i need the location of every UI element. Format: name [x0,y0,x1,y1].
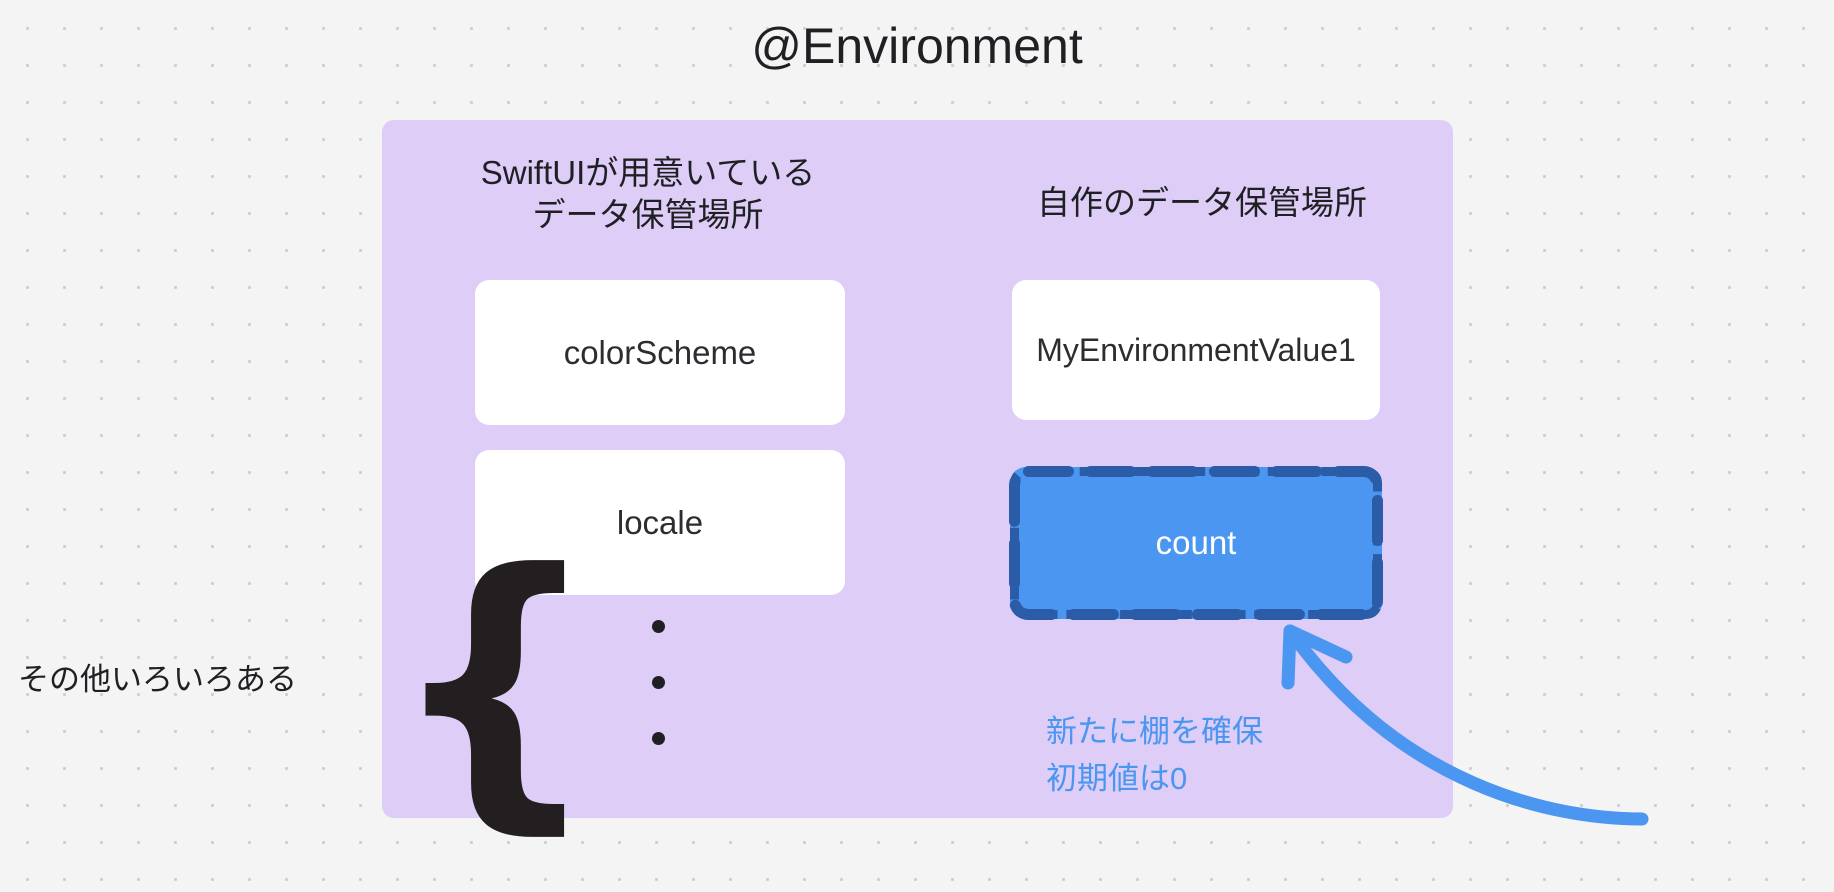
column-heading-builtin: SwiftUIが用意いている データ保管場所 [480,154,816,233]
page-title: @Environment [751,18,1083,74]
curly-brace-glyph: { [388,535,602,835]
card-color-scheme[interactable]: colorScheme [475,280,845,425]
column-heading-custom: 自作のデータ保管場所 [1037,184,1367,221]
card-count[interactable]: count [1010,467,1382,619]
card-locale[interactable]: locale [475,450,845,595]
caption-other-values: その他いろいろある [18,662,297,697]
ellipsis-dot-3 [652,732,665,745]
note-new-shelf: 新たに棚を確保 初期値は0 [1046,714,1263,796]
ellipsis-dot-1 [652,620,665,633]
ellipsis-dot-2 [652,676,665,689]
card-my-environment-value1[interactable]: MyEnvironmentValue1 [1012,280,1380,420]
